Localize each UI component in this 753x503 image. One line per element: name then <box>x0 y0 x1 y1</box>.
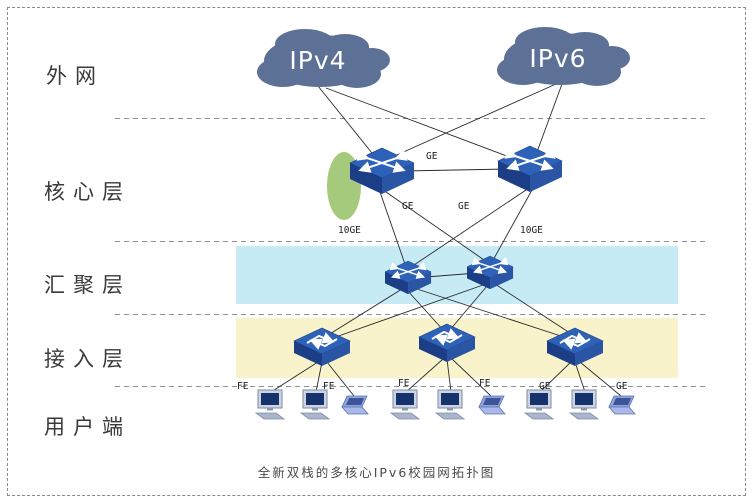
layer-label-access: 接入层 <box>44 347 131 371</box>
desktop-pc-6 <box>569 389 599 420</box>
desktop-pc-1 <box>255 389 285 420</box>
core-switch-2 <box>498 146 562 192</box>
link-label-fe-1: FE <box>237 381 249 392</box>
desktop-pc-4 <box>435 389 465 420</box>
layer-label-external: 外网 <box>46 64 104 88</box>
ipv4-cloud <box>257 29 390 88</box>
ipv4-cloud-label: IPv4 <box>289 46 346 75</box>
ipv6-cloud <box>497 27 630 86</box>
link-label-10ge-left: 10GE <box>338 225 361 236</box>
layer-label-users: 用户端 <box>44 415 131 439</box>
desktop-pc-5 <box>524 389 554 420</box>
desktop-pc-2 <box>300 389 330 420</box>
link-label-core-agg-left: GE <box>402 201 414 212</box>
link-label-ge-user-2: GE <box>616 381 628 392</box>
desktop-pc-3 <box>390 389 420 420</box>
diagram-title: 全新双栈的多核心IPv6校园网拓扑图 <box>257 465 496 480</box>
link-label-core-agg-right: GE <box>458 201 470 212</box>
link-label-fe-4: FE <box>479 378 491 389</box>
laptop-1 <box>341 395 369 415</box>
link-label-fe-3: FE <box>398 378 410 389</box>
layer-label-core: 核心层 <box>44 180 131 204</box>
link-label-ge-user-1: GE <box>539 381 551 392</box>
laptop-3 <box>608 395 636 415</box>
ipv6-cloud-label: IPv6 <box>529 44 586 73</box>
link-label-10ge-right: 10GE <box>520 225 543 236</box>
connection-lines <box>270 83 622 397</box>
link-label-core-core: GE <box>426 151 438 162</box>
laptop-2 <box>478 395 506 415</box>
link-label-fe-2: FE <box>323 381 335 392</box>
layer-label-aggregation: 汇聚层 <box>44 273 131 297</box>
